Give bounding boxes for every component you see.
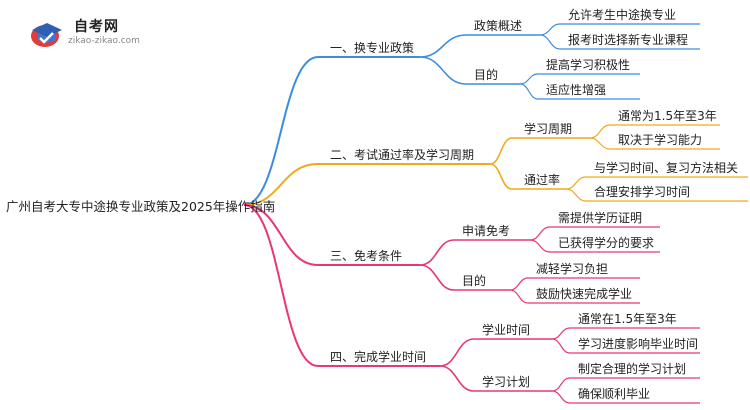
branch-1-sub-1-leaf-1-connector (539, 23, 561, 36)
mind-map-edges (243, 23, 748, 404)
logo-graduation-cap-icon (31, 23, 62, 47)
branch-1-sub-1-label: 政策概述 (474, 19, 522, 33)
branch-3: 三、免考条件 申请免考 需提供学历证明 已获得学分的要求 目的 减轻学习负担 鼓… (330, 210, 654, 301)
branch-3-sub-2-leaf-2: 鼓励快速完成学业 (536, 286, 632, 301)
branch-4-sub-2-leaf-1: 制定合理的学习计划 (578, 361, 686, 376)
branch-2-sub-2-leaf-1-connector (565, 176, 587, 190)
branch-1-sub-2-label: 目的 (474, 67, 498, 82)
branch-2-sub-1-leaf-2-connector (589, 137, 611, 150)
branch-3-sub-2-connector (419, 264, 455, 291)
branch-3-connector (243, 204, 319, 266)
branch-1-sub-2-leaf-1: 提高学习积极性 (546, 57, 630, 72)
branch-2-sub-2-label: 通过率 (524, 172, 560, 187)
branch-2-sub-2-leaf-1: 与学习时间、复习方法相关 (594, 160, 738, 175)
branch-2-sub-1-leaf-2: 取决于学习能力 (618, 132, 702, 147)
branch-4-sub-1-label: 学业时间 (482, 322, 530, 337)
branch-2-sub-2-leaf-2-connector (565, 188, 587, 202)
branch-4-sub-2-connector (439, 365, 475, 392)
mind-map-root: 广州自考大专中途换专业政策及2025年操作指南 (6, 199, 275, 214)
branch-2-sub-1-label: 学习周期 (524, 121, 572, 136)
branch-4-connector (243, 204, 319, 367)
branch-1-connector (243, 56, 319, 206)
branch-2-sub-1-connector (489, 137, 513, 165)
branch-2-sub-1-leaf-1-connector (589, 124, 611, 139)
branch-4-sub-1-leaf-2-connector (551, 338, 571, 354)
branch-1-sub-2-leaf-2: 适应性增强 (546, 82, 606, 97)
branch-1-sub-2-leaf-2-connector (519, 83, 539, 100)
root-label: 广州自考大专中途换专业政策及2025年操作指南 (6, 199, 275, 214)
branch-4-sub-1-leaf-2: 学习进度影响毕业时间 (578, 336, 698, 351)
branch-2-sub-2-connector (489, 163, 513, 190)
branch-3-sub-1-label: 申请免考 (462, 223, 510, 238)
branch-2-sub-1-leaf-1: 通常为1.5年至3年 (618, 109, 717, 123)
branch-3-sub-1-connector (419, 239, 455, 266)
logo-url: zikao-zikao.com (68, 36, 140, 46)
branch-4-sub-2-leaf-1-connector (551, 377, 571, 392)
branch-1-label: 一、换专业政策 (330, 40, 414, 55)
branch-4-sub-1-leaf-1-connector (551, 327, 571, 340)
branch-4: 四、完成学业时间 学业时间 通常在1.5年至3年 学习进度影响毕业时间 学习计划… (330, 312, 698, 401)
branch-2-sub-2-leaf-2: 合理安排学习时间 (594, 184, 690, 199)
branch-3-sub-2-leaf-2-connector (509, 289, 529, 304)
branch-3-sub-2-leaf-1-connector (509, 277, 529, 291)
branch-1-sub-2-connector (419, 56, 467, 85)
branch-4-sub-2-leaf-2: 确保顺利毕业 (578, 387, 650, 401)
branch-3-sub-1-leaf-1-connector (529, 226, 551, 241)
branch-4-label: 四、完成学业时间 (330, 349, 426, 364)
logo-title: 自考网 (74, 19, 119, 35)
branch-1-sub-1-leaf-1: 允许考生中途换专业 (568, 7, 676, 22)
branch-4-sub-2-leaf-2-connector (551, 390, 571, 404)
branch-2-label: 二、考试通过率及学习周期 (330, 147, 474, 162)
site-logo: 自考网 zikao-zikao.com (28, 14, 168, 54)
branch-3-sub-2-leaf-1: 减轻学习负担 (536, 261, 608, 276)
branch-3-sub-1-leaf-2-connector (529, 239, 551, 253)
branch-4-sub-1-connector (439, 338, 475, 367)
branch-2: 二、考试通过率及学习周期 学习周期 通常为1.5年至3年 取决于学习能力 通过率… (330, 109, 738, 199)
branch-2-connector (243, 163, 319, 206)
branch-4-sub-1-leaf-1: 通常在1.5年至3年 (578, 312, 677, 326)
branch-4-sub-2-label: 学习计划 (482, 374, 530, 389)
branch-3-sub-1-leaf-1: 需提供学历证明 (558, 210, 642, 225)
branch-3-sub-2-label: 目的 (462, 273, 486, 288)
branch-1: 一、换专业政策 政策概述 允许考生中途换专业 报考时选择新专业课程 目的 提高学… (330, 7, 688, 97)
branch-1-sub-1-leaf-2: 报考时选择新专业课程 (568, 32, 688, 47)
branch-3-label: 三、免考条件 (330, 248, 402, 263)
branch-3-sub-1-leaf-2: 已获得学分的要求 (558, 235, 654, 250)
branch-1-sub-2-leaf-1-connector (519, 73, 539, 85)
branch-1-sub-1-leaf-2-connector (539, 34, 561, 50)
branch-1-sub-1-connector (419, 34, 467, 58)
